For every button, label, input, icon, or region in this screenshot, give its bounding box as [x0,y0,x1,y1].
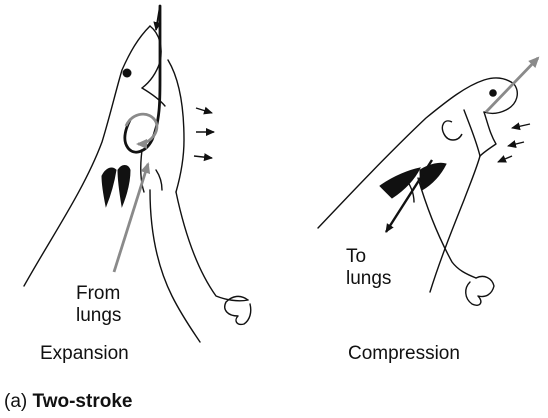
fish-eye-expansion [123,69,132,78]
label-expansion: Expansion [40,343,129,365]
airflow-arrow-out-mouth [486,58,538,112]
caption-prefix: (a) [4,391,27,412]
expansion-fish [24,26,251,342]
caption-title: Two-stroke [33,391,133,412]
figure-caption: (a) Two-stroke [4,391,132,413]
fishing-hook [125,6,160,152]
label-from-lungs: From lungs [76,283,121,327]
label-compression: Compression [348,343,460,365]
buccal-curl [442,121,462,140]
airflow-curl-arrow [126,114,157,144]
outward-arrows [194,108,214,158]
label-to-lungs: To lungs [346,246,391,290]
fish-eye-compression [489,89,497,97]
gill-filaments-expansion [102,166,130,207]
inward-arrows [498,124,530,162]
